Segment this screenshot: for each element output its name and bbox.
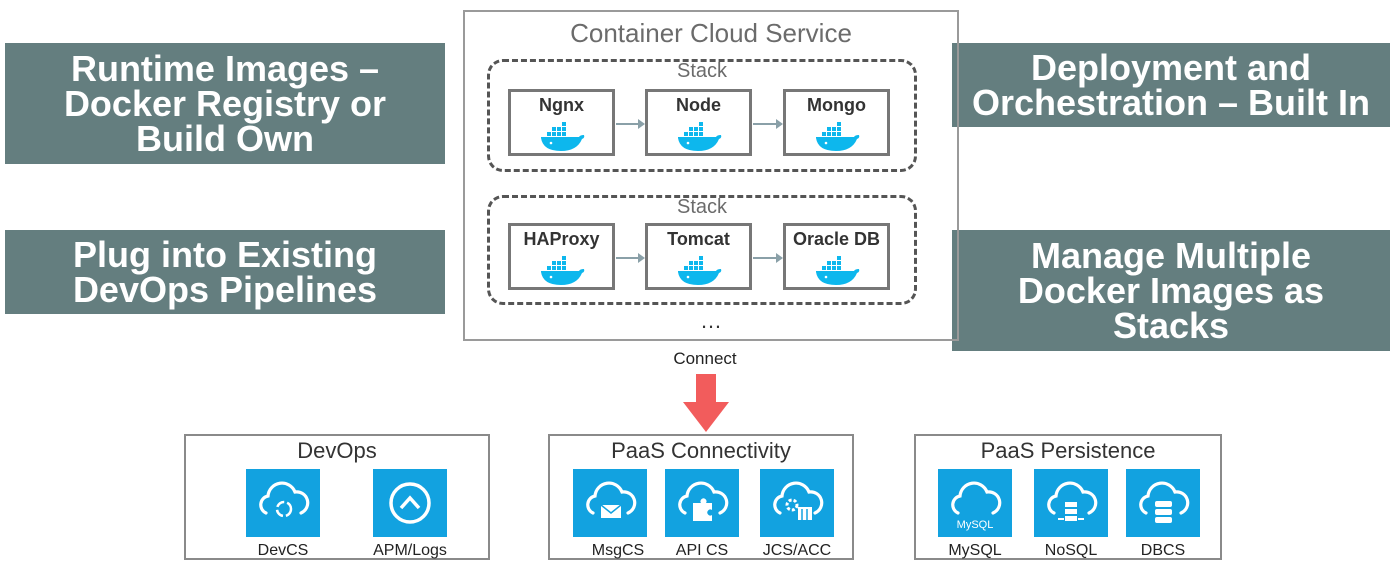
manage-stacks-banner: Manage Multiple Docker Images as Stacks: [952, 230, 1390, 351]
container-oracle-db: Oracle DB: [783, 223, 890, 290]
stack-1: Stack Ngnx Node Mongo: [487, 59, 917, 172]
cloud-gear-icon: [773, 481, 824, 520]
docker-whale-icon: [816, 122, 860, 151]
cloud-puzzle-icon: [678, 481, 729, 521]
tile-label: MySQL: [948, 542, 1002, 559]
group-title: PaaS Persistence: [980, 438, 1156, 463]
docker-whale-icon: [678, 256, 722, 285]
stack-2-label: Stack: [676, 196, 728, 218]
container-haproxy: HAProxy: [508, 223, 615, 290]
container-mongo: Mongo: [783, 89, 890, 156]
manage-stacks-text: Manage Multiple Docker Images as Stacks: [1017, 235, 1325, 346]
container-name: HAProxy: [523, 229, 600, 249]
jcs-acc-tile: [760, 469, 834, 537]
flow-arrow: [753, 119, 783, 129]
nosql-tile: [1034, 469, 1108, 537]
stack-2: Stack HAProxy Tomcat Oracle DB: [487, 195, 917, 305]
dbcs-tile: [1126, 469, 1200, 537]
connect-arrow-icon: [683, 374, 729, 432]
container-name: Node: [676, 95, 721, 115]
cloud-mysql-icon: MySQL: [951, 481, 1002, 531]
container-name: Ngnx: [539, 95, 584, 115]
tile-label: DBCS: [1140, 542, 1186, 559]
runtime-images-text: Runtime Images – Docker Registry or Buil…: [63, 48, 387, 159]
container-name: Mongo: [807, 95, 866, 115]
ccs-title: Container Cloud Service: [570, 18, 852, 48]
stack-1-label: Stack: [676, 60, 728, 82]
paas-connectivity-group: PaaS Connectivity MsgCS API CS JCS/ACC: [548, 434, 854, 560]
devops-group: DevOps DevCS APM/Logs: [184, 434, 490, 560]
cloud-mail-icon: [586, 481, 637, 518]
cloud-sync-icon: [259, 481, 310, 518]
paas-persistence-group: PaaS Persistence MySQL MySQL NoSQL DBCS: [914, 434, 1222, 560]
container-ngnx: Ngnx: [508, 89, 615, 156]
plug-pipelines-banner: Plug into Existing DevOps Pipelines: [5, 230, 445, 314]
more-stacks-ellipsis: …: [700, 308, 722, 333]
container-cloud-service-box: Container Cloud Service Stack Ngnx Node …: [463, 10, 959, 341]
container-tomcat: Tomcat: [645, 223, 752, 290]
plug-pipelines-text: Plug into Existing DevOps Pipelines: [72, 234, 378, 310]
cloud-database-icon: [1047, 481, 1098, 521]
mysql-logo-text: MySQL: [957, 519, 994, 531]
flow-arrow: [616, 253, 645, 263]
container-node: Node: [645, 89, 752, 156]
mysql-tile: MySQL: [938, 469, 1012, 537]
docker-whale-icon: [678, 122, 722, 151]
msgcs-tile: [573, 469, 647, 537]
deployment-banner: Deployment and Orchestration – Built In: [952, 43, 1390, 127]
tile-label: NoSQL: [1044, 542, 1098, 559]
api-cs-tile: [665, 469, 739, 537]
tile-label: DevCS: [257, 542, 309, 559]
flow-arrow: [753, 253, 783, 263]
group-title: PaaS Connectivity: [611, 438, 791, 463]
docker-whale-icon: [816, 256, 860, 285]
cloud-database-icon: [1139, 481, 1190, 523]
tile-label: API CS: [675, 542, 729, 559]
container-name: Oracle DB: [792, 229, 881, 249]
runtime-images-banner: Runtime Images – Docker Registry or Buil…: [5, 43, 445, 164]
tile-label: MsgCS: [591, 542, 645, 559]
apm-logs-tile: [373, 469, 447, 537]
container-name: Tomcat: [667, 229, 730, 249]
chevron-up-circle-icon: [389, 482, 431, 524]
docker-whale-icon: [541, 122, 585, 151]
docker-whale-icon: [541, 256, 585, 285]
flow-arrow: [616, 119, 645, 129]
tile-label: APM/Logs: [373, 542, 447, 559]
group-title: DevOps: [297, 438, 377, 463]
devcs-tile: [246, 469, 320, 537]
deployment-text: Deployment and Orchestration – Built In: [971, 47, 1371, 123]
tile-label: JCS/ACC: [762, 542, 832, 559]
connect-label: Connect: [673, 349, 737, 368]
